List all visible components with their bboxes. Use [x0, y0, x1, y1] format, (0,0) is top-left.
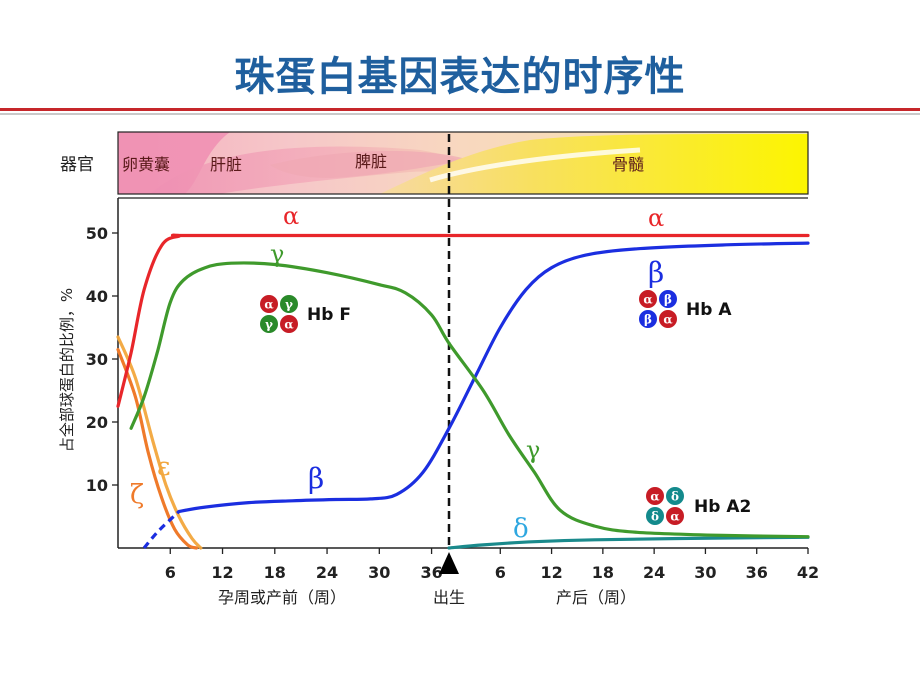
x-tick-label: 36	[746, 563, 768, 582]
y-tick-label: 20	[86, 413, 108, 432]
alpha-label-prenatal: α	[283, 202, 299, 230]
x-tick-label: 30	[368, 563, 390, 582]
birth-label: 出生	[433, 588, 465, 607]
organ-label-liver: 肝脏	[210, 155, 242, 174]
organ-label-yolk-sac: 卵黄囊	[122, 155, 170, 174]
x-tick-label: 6	[495, 563, 506, 582]
hb-a2-subunit-label: α	[670, 510, 679, 524]
bone-marrow-region	[380, 133, 808, 194]
x-tick-label: 12	[540, 563, 562, 582]
axes: 10 20 30 40 50 6 12 18 24 30 36 6 12 18 24 30 36 42 占全部球…	[58, 197, 819, 607]
beta-globin-curve	[177, 241, 810, 514]
organ-label-spleen: 脾脏	[355, 152, 387, 171]
hb-a2-subunit	[665, 486, 685, 506]
y-tick-label: 10	[86, 476, 108, 495]
zeta-label: ζ	[130, 480, 144, 510]
hb-f-subunit	[259, 294, 279, 314]
beta-label-prenatal: β	[308, 462, 324, 495]
y-tick-label: 30	[86, 350, 108, 369]
hb-a2-subunit	[665, 506, 685, 526]
organ-band: 器官 卵黄囊 肝脏 脾脏 骨髓	[60, 131, 809, 195]
hb-f-subunit	[279, 314, 299, 334]
hb-a-subunit-label: α	[643, 293, 652, 307]
organ-label-bone-marrow: 骨髓	[612, 155, 644, 174]
beta-globin-early-dashed	[142, 510, 181, 550]
hb-f-subunit-label: α	[264, 298, 273, 312]
hb-a-subunit-label: β	[664, 293, 672, 307]
hb-a2-label: Hb A2	[694, 497, 751, 517]
y-ticks: 10 20 30 40 50	[86, 224, 118, 495]
y-tick-label: 40	[86, 287, 108, 306]
hb-a-subunit	[638, 289, 658, 309]
delta-label: δ	[513, 514, 529, 544]
gamma-globin-curve	[129, 261, 810, 539]
epsilon-globin-curve	[116, 335, 203, 550]
series-layer	[116, 233, 810, 550]
x-tick-label: 18	[264, 563, 286, 582]
x-tick-label: 12	[211, 563, 233, 582]
x-tick-label: 18	[592, 563, 614, 582]
series-labels: α α γ γ β β δ ε ζ	[130, 202, 664, 544]
hb-a2-subunit-label: α	[650, 490, 659, 504]
x-ticks: 6 12 18 24 30 36 6 12 18 24 30 36 42	[165, 548, 819, 582]
x-tick-label: 24	[643, 563, 665, 582]
hb-a2-subunit	[645, 506, 665, 526]
hb-f-subunit-label: γ	[285, 298, 293, 312]
x-tick-label: 42	[797, 563, 819, 582]
hb-a-label: Hb A	[686, 300, 732, 320]
x-tick-label: 36	[420, 563, 442, 582]
hb-a-subunit	[658, 289, 678, 309]
hb-a2-subunit	[645, 486, 665, 506]
hb-f-subunit-label: α	[284, 318, 293, 332]
x-tick-label: 6	[165, 563, 176, 582]
epsilon-label: ε	[157, 452, 170, 482]
yolk-sac-region	[118, 132, 230, 194]
organ-band-frame	[117, 131, 809, 195]
hb-a-subunit-label: β	[644, 313, 652, 327]
hb-f-subunit	[259, 314, 279, 334]
organ-row-label: 器官	[60, 155, 94, 175]
x-tick-label: 30	[694, 563, 716, 582]
title-divider-gray	[0, 113, 920, 115]
hb-f-label: Hb F	[307, 305, 351, 325]
x-axis-label-prenatal: 孕周或产前（周）	[218, 588, 346, 607]
gamma-label-postnatal: γ	[526, 436, 540, 464]
zeta-globin-curve	[116, 348, 198, 550]
gamma-label-prenatal: γ	[270, 240, 284, 268]
page-title: 珠蛋白基因表达的时序性	[234, 53, 686, 100]
hb-a2-subunit-label: δ	[651, 510, 659, 524]
hb-f-subunit	[279, 294, 299, 314]
hb-a-subunit-label: α	[663, 313, 672, 327]
hb-a2-subunit-label: δ	[671, 490, 679, 504]
hb-a-subunit	[638, 309, 658, 329]
spleen-region	[270, 150, 470, 178]
beta-label-postnatal: β	[648, 256, 664, 289]
alpha-globin-curve	[116, 233, 810, 408]
x-axis-label-postnatal: 产后（周）	[556, 588, 636, 607]
alpha-label-postnatal: α	[648, 204, 664, 232]
y-tick-label: 50	[86, 224, 108, 243]
hb-f-subunit-label: γ	[265, 318, 273, 332]
birth-arrow-marker	[439, 552, 459, 574]
title-divider-red	[0, 108, 920, 111]
y-axis-label: 占全部球蛋白的比例，%	[58, 288, 76, 452]
x-tick-label: 24	[316, 563, 338, 582]
hb-a-subunit	[658, 309, 678, 329]
delta-globin-curve	[447, 535, 810, 550]
